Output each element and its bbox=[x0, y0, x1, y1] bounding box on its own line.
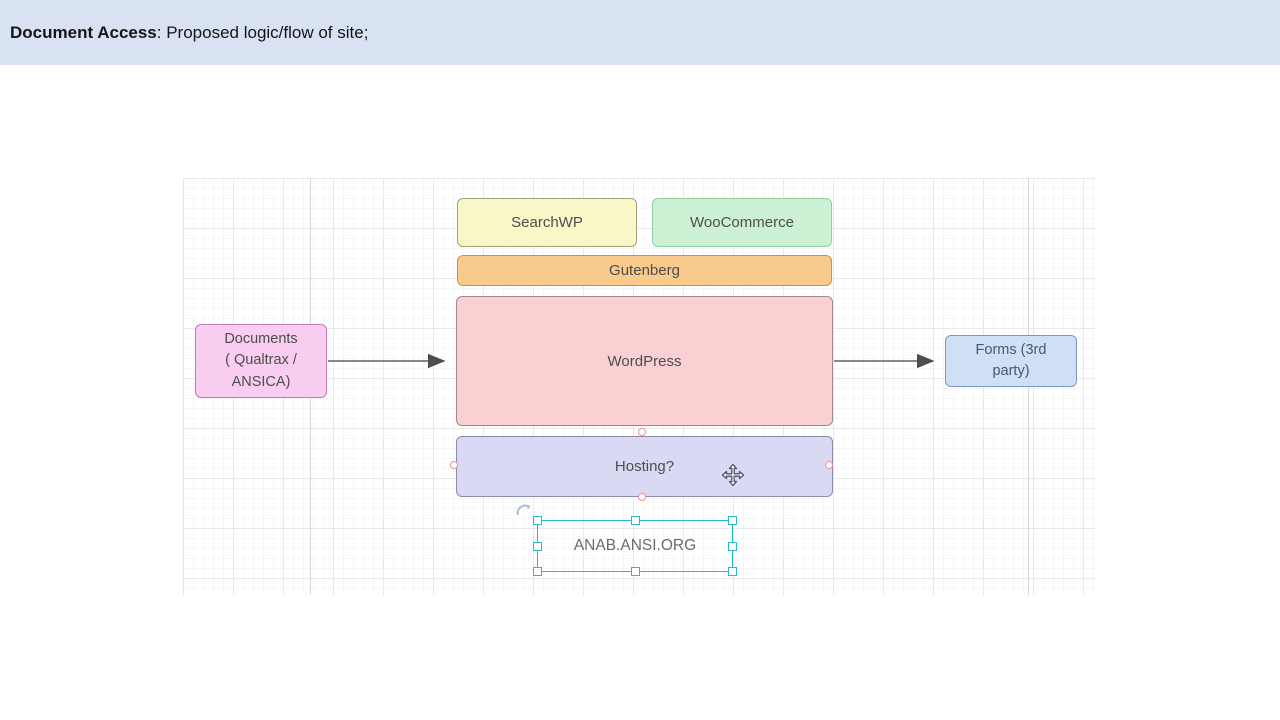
selection-handle-top-center[interactable] bbox=[631, 516, 640, 525]
node-hosting-label: Hosting? bbox=[614, 458, 675, 475]
node-hosting[interactable]: Hosting? bbox=[456, 436, 833, 497]
connection-point-right[interactable] bbox=[825, 461, 833, 469]
node-searchwp[interactable]: SearchWP bbox=[457, 198, 637, 247]
connection-point-left[interactable] bbox=[450, 461, 458, 469]
connection-point-top[interactable] bbox=[638, 428, 646, 436]
node-forms-label: Forms (3rd party) bbox=[975, 341, 1047, 379]
page-title-rest: : Proposed logic/flow of site; bbox=[156, 22, 369, 42]
rotate-handle-icon[interactable] bbox=[514, 501, 534, 521]
node-wordpress[interactable]: WordPress bbox=[456, 296, 833, 426]
selection-handle-bottom-right[interactable] bbox=[728, 567, 737, 576]
node-wordpress-label: WordPress bbox=[607, 352, 682, 370]
page-title: Document Access: Proposed logic/flow of … bbox=[0, 0, 1280, 65]
node-searchwp-label: SearchWP bbox=[511, 214, 583, 231]
selection-handle-middle-left[interactable] bbox=[533, 542, 542, 551]
node-woocommerce[interactable]: WooCommerce bbox=[652, 198, 832, 247]
node-anab-label: ANAB.ANSI.ORG bbox=[573, 537, 697, 554]
selection-handle-top-left[interactable] bbox=[533, 516, 542, 525]
node-forms[interactable]: Forms (3rd party) bbox=[945, 335, 1077, 387]
move-cursor-icon bbox=[721, 463, 745, 487]
selection-handle-middle-right[interactable] bbox=[728, 542, 737, 551]
selection-handle-bottom-center[interactable] bbox=[631, 567, 640, 576]
selection-handle-top-right[interactable] bbox=[728, 516, 737, 525]
connection-point-bottom[interactable] bbox=[638, 493, 646, 501]
node-woocommerce-label: WooCommerce bbox=[690, 214, 794, 231]
page-title-bold: Document Access bbox=[10, 22, 157, 42]
node-documents-label: Documents ( Qualtrax / ANSICA) bbox=[224, 331, 298, 390]
node-documents[interactable]: Documents ( Qualtrax / ANSICA) bbox=[195, 324, 327, 398]
node-gutenberg-label: Gutenberg bbox=[609, 262, 680, 279]
selection-handle-bottom-left[interactable] bbox=[533, 567, 542, 576]
node-gutenberg[interactable]: Gutenberg bbox=[457, 255, 832, 286]
node-anab-selected[interactable]: ANAB.ANSI.ORG bbox=[533, 516, 737, 576]
